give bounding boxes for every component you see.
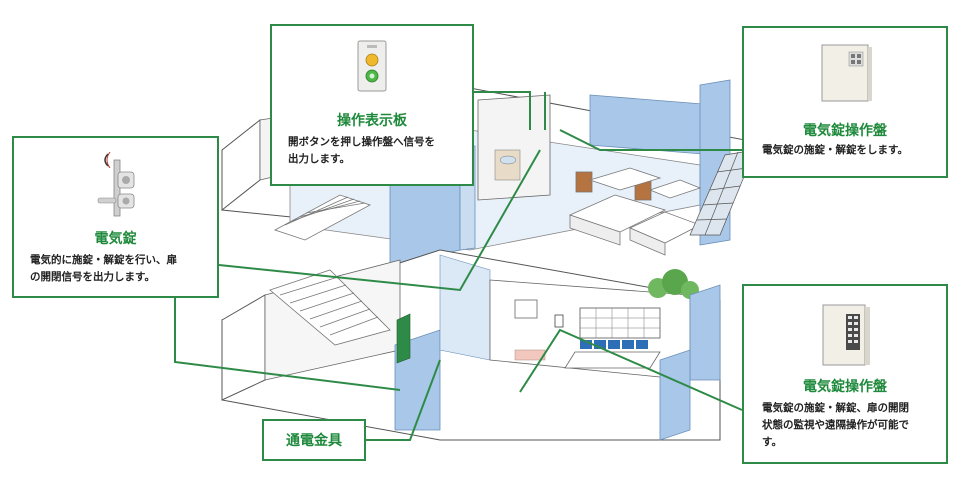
operation-display-panel-icon [357,40,387,92]
electric-lock-icon [97,151,135,217]
desc-line: す。 [762,436,782,448]
electric-lock-desc: 電気的に施錠・解錠を行い、扉 の開閉信号を出力します。 [30,252,177,286]
power-transfer-title: 通電金具 [286,433,342,449]
callout-lock-control-panel-large: 電気錠操作盤 電気錠の施錠・解錠、扉の開閉 状態の監視や遠隔操作が可能で す。 [742,284,948,464]
leader-lines [174,91,743,441]
desc-line: 電気錠の施錠・解錠をします。 [762,144,908,156]
lock-control-panel-small-icon [821,44,872,102]
lock-control-panel-small-desc: 電気錠の施錠・解錠をします。 [762,142,908,159]
callout-electric-lock: 電気錠 電気的に施錠・解錠を行い、扉 の開閉信号を出力します。 [12,136,219,298]
electric-lock-title: 電気錠 [94,231,137,247]
callout-operation-display-panel: 操作表示板 開ボタンを押し操作盤へ信号を 出力します。 [270,24,474,186]
operation-display-panel-title: 操作表示板 [337,113,407,129]
lower-stairs [269,269,391,346]
lock-control-panel-small-title: 電気錠操作盤 [803,123,887,139]
callout-lock-control-panel-small: 電気錠操作盤 電気錠の施錠・解錠をします。 [742,26,948,178]
lower-floor [221,249,721,441]
desc-line: 出力します。 [288,153,350,165]
lock-control-panel-large-icon [822,304,870,366]
desc-line: 電気的に施錠・解錠を行い、扉 [30,254,177,266]
operation-display-panel-desc: 開ボタンを押し操作盤へ信号を 出力します。 [288,134,435,168]
beds [568,167,702,256]
desc-line: 開ボタンを押し操作盤へ信号を [288,136,435,148]
desc-line: 状態の監視や遠隔操作が可能で [762,419,909,431]
plants [648,269,699,299]
callout-power-transfer: 通電金具 [262,419,366,461]
lock-control-panel-large-desc: 電気錠の施錠・解錠、扉の開閉 状態の監視や遠隔操作が可能で す。 [762,400,909,451]
desc-line: の開閉信号を出力します。 [30,271,155,283]
upper-stairs [273,194,372,241]
lock-control-panel-large-title: 電気錠操作盤 [803,379,887,395]
desc-line: 電気錠の施錠・解錠、扉の開閉 [762,402,909,414]
